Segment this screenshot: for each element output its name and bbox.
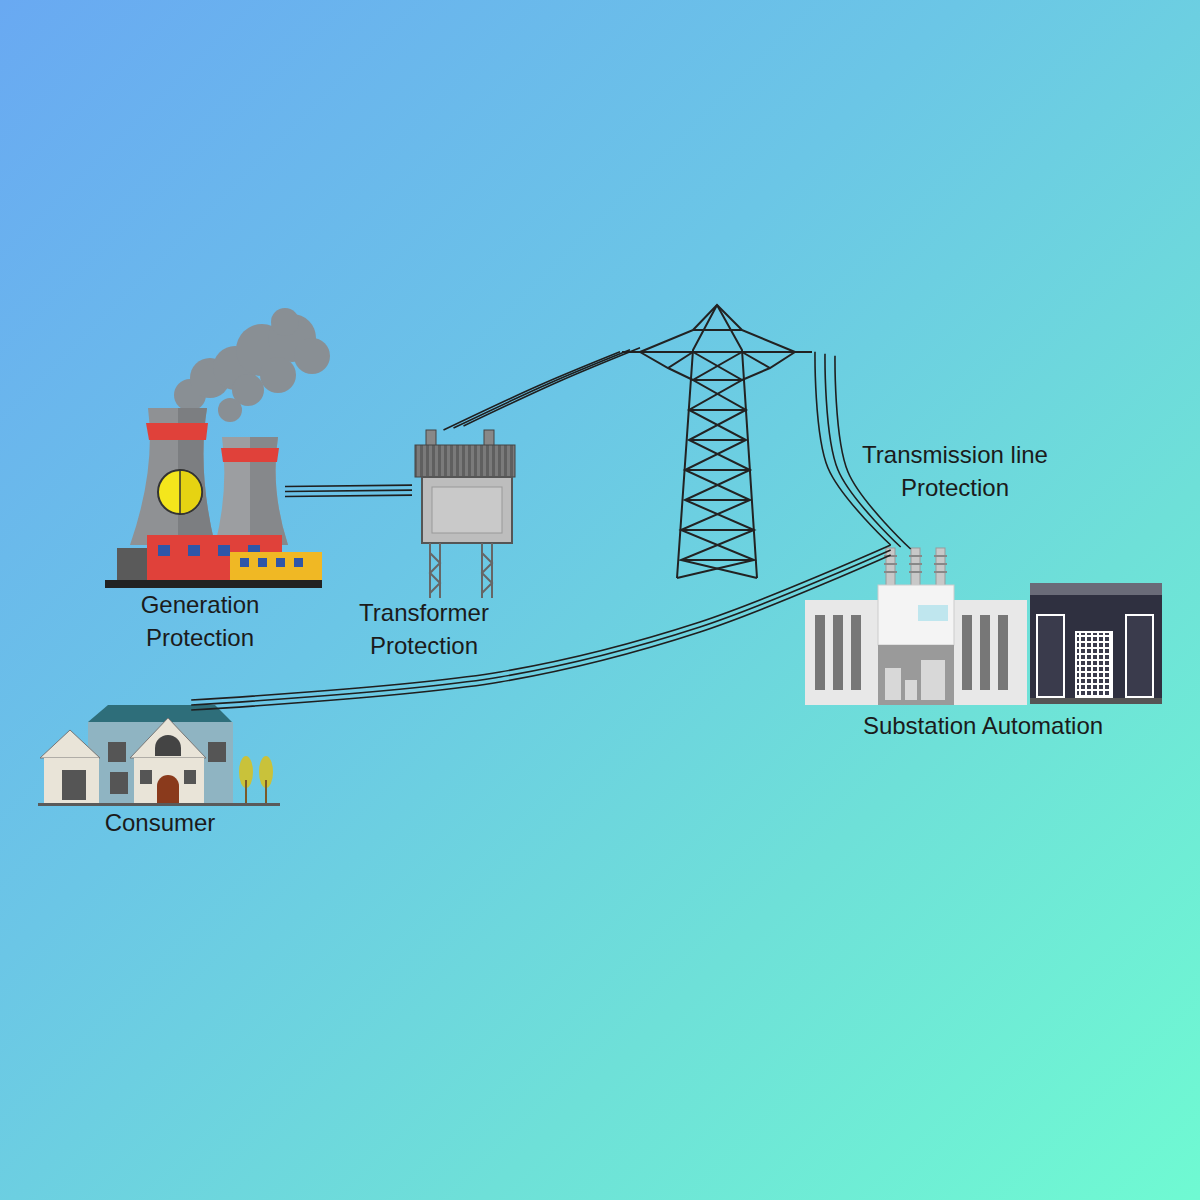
wire-strand <box>191 550 890 705</box>
tower-node: Transmission line Protection <box>620 305 815 580</box>
transformer <box>415 430 515 598</box>
wire-strand <box>464 348 641 426</box>
power-wire <box>285 485 412 496</box>
wire-strand <box>285 490 412 491</box>
wire-strand <box>191 555 890 710</box>
power-plant <box>105 308 330 588</box>
wire-strand <box>191 545 890 700</box>
wire-strand <box>285 485 412 486</box>
power-wire <box>444 348 641 430</box>
transmission-tower <box>622 305 812 578</box>
house <box>38 705 280 806</box>
transformer-node: Transformer Protection <box>412 430 517 597</box>
node-label: Transformer Protection <box>329 596 519 662</box>
node-label: Consumer <box>40 806 280 839</box>
node-label: Generation Protection <box>115 588 285 654</box>
generation-node: Generation Protection <box>105 320 285 588</box>
wire-strand <box>285 495 412 496</box>
node-label: Substation Automation <box>818 709 1148 742</box>
substation-node: Substation Automation <box>805 545 1162 705</box>
node-label: Transmission line Protection <box>840 438 1070 504</box>
power-wire <box>191 545 890 710</box>
substation <box>805 548 1162 705</box>
consumer-node: Consumer <box>40 700 280 808</box>
smoke <box>174 308 330 422</box>
